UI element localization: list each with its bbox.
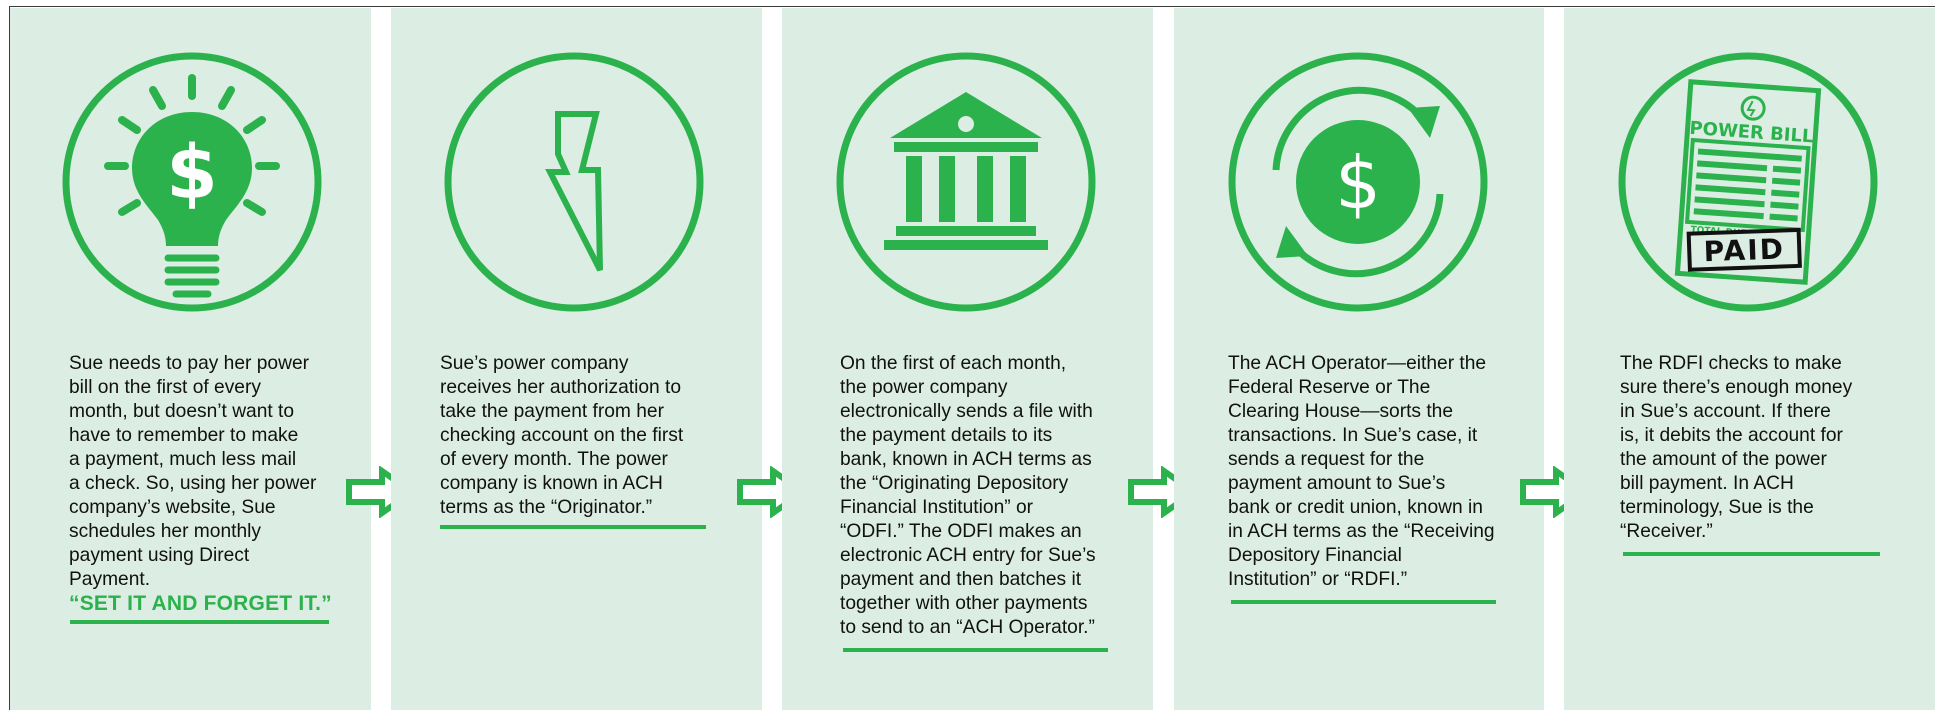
lightbulb-dollar-icon: $ — [62, 52, 322, 312]
svg-text:$: $ — [166, 130, 218, 216]
lightning-bolt-icon — [444, 52, 704, 312]
step-4-text: The ACH Operator—either the Federal Rese… — [1228, 353, 1495, 590]
step-panel-2 — [391, 8, 762, 710]
step-5-text: The RDFI checks to make sure there’s eno… — [1620, 353, 1853, 542]
step-1-underline — [70, 620, 329, 624]
step-1-text: Sue needs to pay her power bill on the f… — [69, 353, 317, 590]
step-5-underline — [1623, 552, 1880, 556]
paid-power-bill-icon: POWER BILL TOTAL DUE: $ PAID — [1618, 52, 1878, 312]
dollar-cycle-icon: $ — [1228, 52, 1488, 312]
step-2-text: Sue’s power company receives her authori… — [440, 353, 684, 518]
svg-text:$: $ — [1335, 141, 1381, 225]
step-2-underline — [440, 525, 706, 529]
step-1-tagline: “SET IT AND FORGET IT.” — [69, 592, 332, 615]
step-3-text: On the first of each month, the power co… — [840, 353, 1096, 638]
step-3-underline — [843, 648, 1108, 652]
infographic-frame — [9, 6, 1935, 710]
step-4-underline — [1231, 600, 1496, 604]
bank-building-icon — [836, 52, 1096, 312]
bill-paid-stamp: PAID — [1703, 232, 1785, 268]
